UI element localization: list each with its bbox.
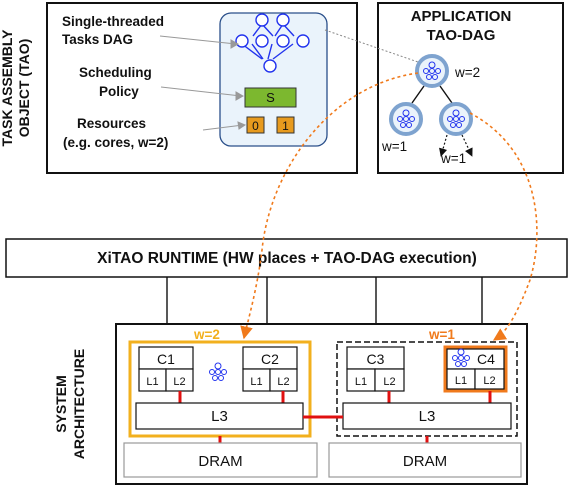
system-side-label-1: SYSTEM — [53, 375, 69, 433]
mapping-right-to-c4 — [469, 112, 538, 341]
tao-link-dotted — [324, 29, 419, 63]
dram-right-label: DRAM — [403, 453, 447, 470]
c1-l1: L1 — [146, 376, 158, 388]
core-c4: C4 L1 L2 — [443, 345, 508, 393]
core-c2: C2 L1 L2 — [242, 346, 298, 392]
tao-node-left — [389, 102, 423, 136]
resource-0-label: 0 — [252, 119, 259, 133]
c4-l2: L2 — [483, 375, 495, 387]
tao-side-label-1: TASK ASSEMBLY — [0, 29, 15, 147]
core-c1: C1 L1 L2 — [138, 346, 194, 392]
app-edge-left — [411, 85, 425, 104]
res-label-1: Resources — [77, 116, 146, 131]
runtime-bar — [5, 238, 568, 278]
core-c2-label: C2 — [261, 351, 279, 367]
runtime-label: XiTAO RUNTIME (HW places + TAO-DAG execu… — [97, 250, 477, 267]
dram-right — [328, 442, 522, 478]
application-title-1: APPLICATION — [411, 8, 512, 25]
resource-box-0 — [246, 116, 265, 134]
sched-label-1: Scheduling — [79, 65, 152, 80]
scheduling-policy-box — [244, 87, 297, 108]
dag-label-2: Tasks DAG — [62, 32, 133, 47]
right-width-label: w=1 — [440, 151, 466, 166]
system-panel: SYSTEM ARCHITECTURE w=2 w=1 C1 L1 L2 C2 … — [53, 323, 528, 485]
place-right-width: w=1 — [428, 327, 455, 342]
c3-l1: L1 — [355, 376, 367, 388]
scheduling-policy-label: S — [266, 90, 275, 105]
c1-l2: L2 — [173, 376, 185, 388]
tao-node-root — [415, 54, 449, 88]
dram-left-label: DRAM — [198, 453, 242, 470]
c2-l1: L1 — [250, 376, 262, 388]
l3-left — [135, 402, 304, 430]
c3-l2: L2 — [383, 376, 395, 388]
tao-panel: TASK ASSEMBLY OBJECT (TAO) Single-thread… — [0, 2, 358, 174]
core-c4-label: C4 — [477, 351, 495, 367]
system-side-label-2: ARCHITECTURE — [71, 349, 87, 459]
dag-label-1: Single-threaded — [62, 14, 164, 29]
application-title-2: TAO-DAG — [427, 27, 496, 44]
root-width-label: w=2 — [454, 65, 480, 80]
app-edge-right — [439, 85, 453, 104]
place-left-width: w=2 — [193, 327, 220, 342]
c4-l1: L1 — [455, 375, 467, 387]
c2-l2: L2 — [277, 376, 289, 388]
res-label-2: (e.g. cores, w=2) — [63, 135, 168, 150]
mapping-root-to-place-left — [240, 72, 419, 340]
l3-right-label: L3 — [419, 408, 436, 425]
resource-box-1 — [276, 116, 295, 134]
mapping-curves — [240, 72, 538, 341]
tao-node-right — [439, 102, 473, 136]
core-c1-label: C1 — [157, 351, 175, 367]
tao-pointer-arrows — [159, 35, 247, 131]
l3-right — [342, 402, 512, 430]
tao-side-label-2: OBJECT (TAO) — [16, 39, 32, 138]
sched-label-2: Policy — [99, 84, 139, 99]
left-width-label: w=1 — [381, 139, 407, 154]
core-c3-label: C3 — [367, 351, 385, 367]
tasks-dag-graphic — [235, 13, 310, 73]
resource-1-label: 1 — [282, 119, 289, 133]
application-panel: APPLICATION TAO-DAG w=2 w=1 w=1 — [324, 2, 564, 174]
l2-l3-links — [178, 391, 492, 403]
l3-left-label: L3 — [211, 408, 228, 425]
dram-left — [123, 442, 318, 478]
core-c3: C3 L1 L2 — [346, 346, 405, 392]
